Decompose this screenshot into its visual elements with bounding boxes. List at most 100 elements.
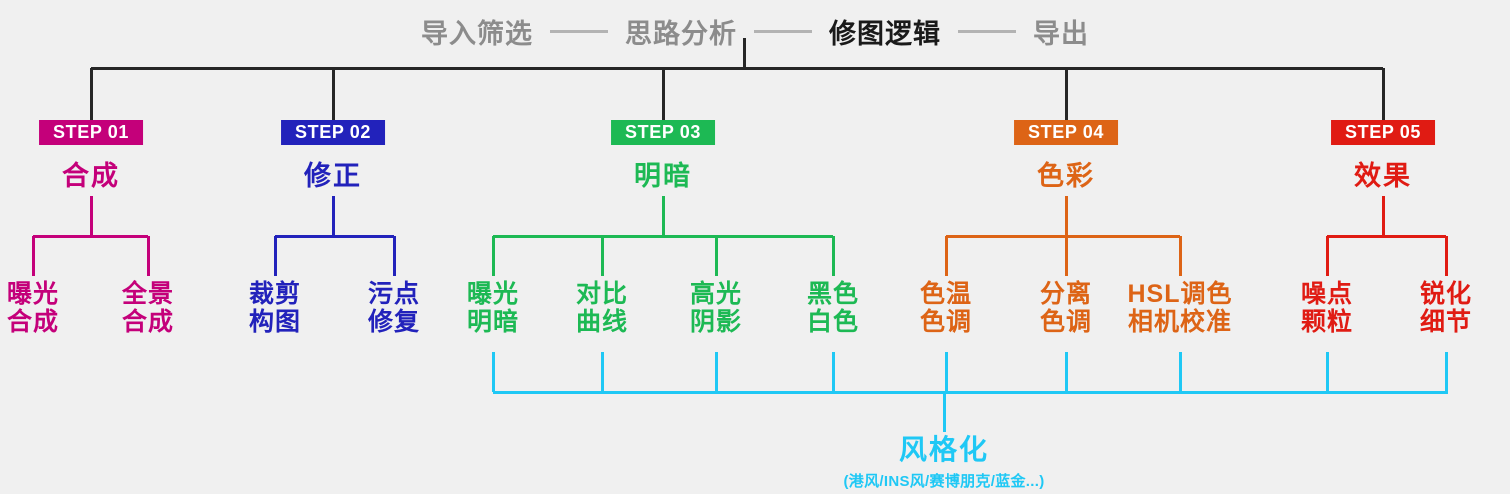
leaf-label-line2: 阴影 bbox=[689, 308, 743, 336]
leaf-node-3-3[interactable]: 高光阴影 bbox=[690, 280, 742, 336]
leaf-node-3-4[interactable]: 黑色白色 bbox=[807, 280, 859, 336]
leaf-label-line2: 合成 bbox=[121, 308, 175, 336]
step-3-leaf-riser-3 bbox=[714, 236, 718, 276]
step-4-stem bbox=[1064, 196, 1068, 236]
trunk-riser-step-4 bbox=[1064, 68, 1068, 120]
step-5-stem bbox=[1381, 196, 1385, 236]
leaf-node-4-1[interactable]: 色温色调 bbox=[920, 280, 972, 336]
step-1-stem bbox=[89, 196, 93, 236]
step-title-3: 明暗 bbox=[633, 161, 692, 191]
stylization-riser-7 bbox=[1178, 352, 1182, 392]
step-5-sub-bus bbox=[1327, 234, 1446, 238]
leaf-label-line2: 色调 bbox=[1039, 308, 1093, 336]
step-node-5[interactable]: STEP 05 效果 bbox=[1331, 120, 1435, 193]
leaf-label-line2: 相机校准 bbox=[1127, 308, 1233, 336]
step-badge-5: STEP 05 bbox=[1331, 120, 1435, 145]
leaf-label-line2: 修复 bbox=[367, 308, 421, 336]
step-badge-4: STEP 04 bbox=[1014, 120, 1118, 145]
leaf-label-line1: 黑色 bbox=[806, 280, 860, 308]
step-2-leaf-riser-2 bbox=[392, 236, 396, 276]
stylization-riser-5 bbox=[944, 352, 948, 392]
stylization-riser-9 bbox=[1444, 352, 1448, 392]
leaf-label-line1: 曝光 bbox=[6, 280, 60, 308]
stylization-subtitle: (港风/INS风/赛博朋克/蓝金...) bbox=[843, 473, 1045, 490]
trunk-riser-step-1 bbox=[89, 68, 93, 120]
leaf-label-line1: 高光 bbox=[689, 280, 743, 308]
step-5-leaf-riser-2 bbox=[1444, 236, 1448, 276]
leaf-label-line1: 裁剪 bbox=[248, 280, 302, 308]
step-title-2: 修正 bbox=[303, 161, 362, 191]
breadcrumb-item-retouch-logic[interactable]: 修图逻辑 bbox=[829, 19, 941, 49]
step-4-sub-bus bbox=[946, 234, 1180, 238]
leaf-node-5-1[interactable]: 噪点颗粒 bbox=[1301, 280, 1353, 336]
step-badge-2: STEP 02 bbox=[281, 120, 385, 145]
stylization-riser-1 bbox=[491, 352, 495, 392]
trunk-riser-step-3 bbox=[661, 68, 665, 120]
leaf-label-line2: 曲线 bbox=[575, 308, 629, 336]
leaf-node-1-1[interactable]: 曝光合成 bbox=[7, 280, 59, 336]
stylization-title: 风格化 bbox=[898, 434, 990, 465]
leaf-label-line2: 白色 bbox=[806, 308, 860, 336]
leaf-label-line1: HSL调色 bbox=[1127, 280, 1233, 308]
leaf-label-line2: 色调 bbox=[919, 308, 973, 336]
leaf-node-4-3[interactable]: HSL调色相机校准 bbox=[1127, 280, 1232, 336]
leaf-node-1-2[interactable]: 全景合成 bbox=[122, 280, 174, 336]
step-4-leaf-riser-1 bbox=[944, 236, 948, 276]
stylization-stem bbox=[942, 392, 946, 432]
leaf-label-line1: 污点 bbox=[367, 280, 421, 308]
leaf-label-line1: 全景 bbox=[121, 280, 175, 308]
trunk-riser-step-5 bbox=[1381, 68, 1385, 120]
leaf-node-4-2[interactable]: 分离色调 bbox=[1040, 280, 1092, 336]
step-badge-1: STEP 01 bbox=[39, 120, 143, 145]
step-1-sub-bus bbox=[33, 234, 148, 238]
trunk-stub-line bbox=[742, 38, 746, 68]
step-1-leaf-riser-1 bbox=[31, 236, 35, 276]
step-3-leaf-riser-4 bbox=[831, 236, 835, 276]
stylization-riser-3 bbox=[714, 352, 718, 392]
leaf-label-line2: 构图 bbox=[248, 308, 302, 336]
leaf-label-line1: 分离 bbox=[1039, 280, 1093, 308]
leaf-node-3-1[interactable]: 曝光明暗 bbox=[467, 280, 519, 336]
step-2-leaf-riser-1 bbox=[273, 236, 277, 276]
leaf-label-line1: 对比 bbox=[575, 280, 629, 308]
step-2-sub-bus bbox=[275, 234, 394, 238]
leaf-label-line2: 合成 bbox=[6, 308, 60, 336]
leaf-label-line1: 噪点 bbox=[1300, 280, 1354, 308]
breadcrumb: 导入筛选 思路分析 修图逻辑 导出 bbox=[0, 12, 1510, 51]
step-3-sub-bus bbox=[493, 234, 833, 238]
step-1-leaf-riser-2 bbox=[146, 236, 150, 276]
leaf-node-5-2[interactable]: 锐化细节 bbox=[1420, 280, 1472, 336]
step-title-5: 效果 bbox=[1353, 161, 1412, 191]
stylization-riser-4 bbox=[831, 352, 835, 392]
breadcrumb-separator bbox=[958, 30, 1016, 33]
trunk-bus-line bbox=[91, 66, 1383, 70]
breadcrumb-item-analysis[interactable]: 思路分析 bbox=[625, 19, 737, 49]
leaf-label-line2: 颗粒 bbox=[1300, 308, 1354, 336]
step-2-stem bbox=[331, 196, 335, 236]
stylization-node[interactable]: 风格化 (港风/INS风/赛博朋克/蓝金...) bbox=[843, 428, 1044, 491]
stylization-riser-8 bbox=[1325, 352, 1329, 392]
leaf-label-line1: 色温 bbox=[919, 280, 973, 308]
leaf-label-line1: 曝光 bbox=[466, 280, 520, 308]
step-title-1: 合成 bbox=[61, 161, 120, 191]
stylization-bus-line bbox=[493, 390, 1448, 394]
breadcrumb-item-export[interactable]: 导出 bbox=[1033, 19, 1089, 49]
breadcrumb-item-import[interactable]: 导入筛选 bbox=[421, 19, 533, 49]
step-node-1[interactable]: STEP 01 合成 bbox=[39, 120, 143, 193]
leaf-label-line1: 锐化 bbox=[1419, 280, 1473, 308]
stylization-riser-2 bbox=[600, 352, 604, 392]
step-3-leaf-riser-2 bbox=[600, 236, 604, 276]
leaf-node-2-2[interactable]: 污点修复 bbox=[368, 280, 420, 336]
breadcrumb-separator bbox=[550, 30, 608, 33]
leaf-node-2-1[interactable]: 裁剪构图 bbox=[249, 280, 301, 336]
stylization-riser-6 bbox=[1064, 352, 1068, 392]
step-5-leaf-riser-1 bbox=[1325, 236, 1329, 276]
leaf-node-3-2[interactable]: 对比曲线 bbox=[576, 280, 628, 336]
step-4-leaf-riser-2 bbox=[1064, 236, 1068, 276]
leaf-label-line2: 明暗 bbox=[466, 308, 520, 336]
leaf-label-line2: 细节 bbox=[1419, 308, 1473, 336]
step-node-2[interactable]: STEP 02 修正 bbox=[281, 120, 385, 193]
